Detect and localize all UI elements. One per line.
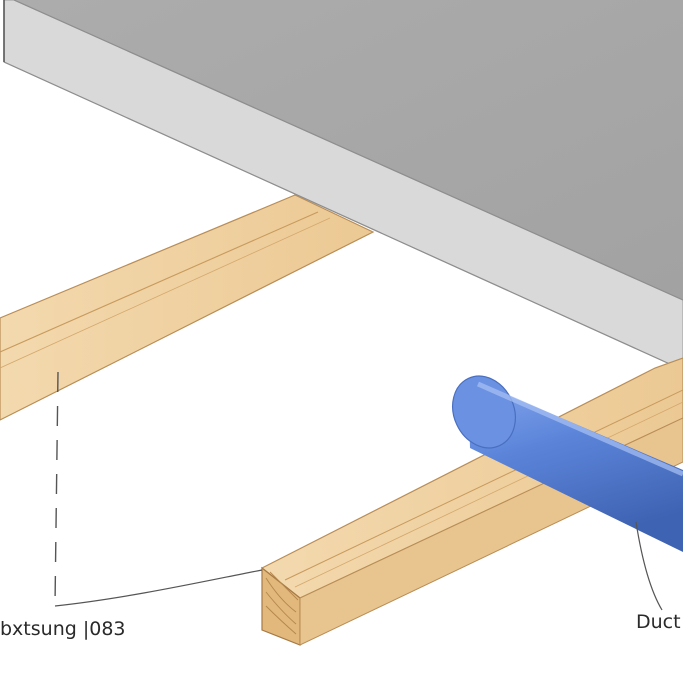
duct-leader [635,521,663,611]
end-grain [265,571,299,635]
back-joist-grain [0,217,331,369]
back-joist-top [0,194,375,421]
duct-highlight [476,381,683,477]
leader-lines [54,371,663,611]
joist-leader-curve [54,569,263,607]
slab-edge-line [3,61,683,371]
joist-leader-dashed [54,371,59,606]
front-joist-grain [284,389,683,581]
slab-edge-line [13,0,683,301]
joist-label: bxtsung |083 [0,618,126,640]
back-joist-grain [0,211,319,353]
back-joist [0,194,375,421]
front-joist-grain [294,401,683,588]
duct-label: Duct [636,611,681,633]
duct [452,375,683,552]
duct-body [468,378,683,552]
floor-slab [3,0,683,371]
